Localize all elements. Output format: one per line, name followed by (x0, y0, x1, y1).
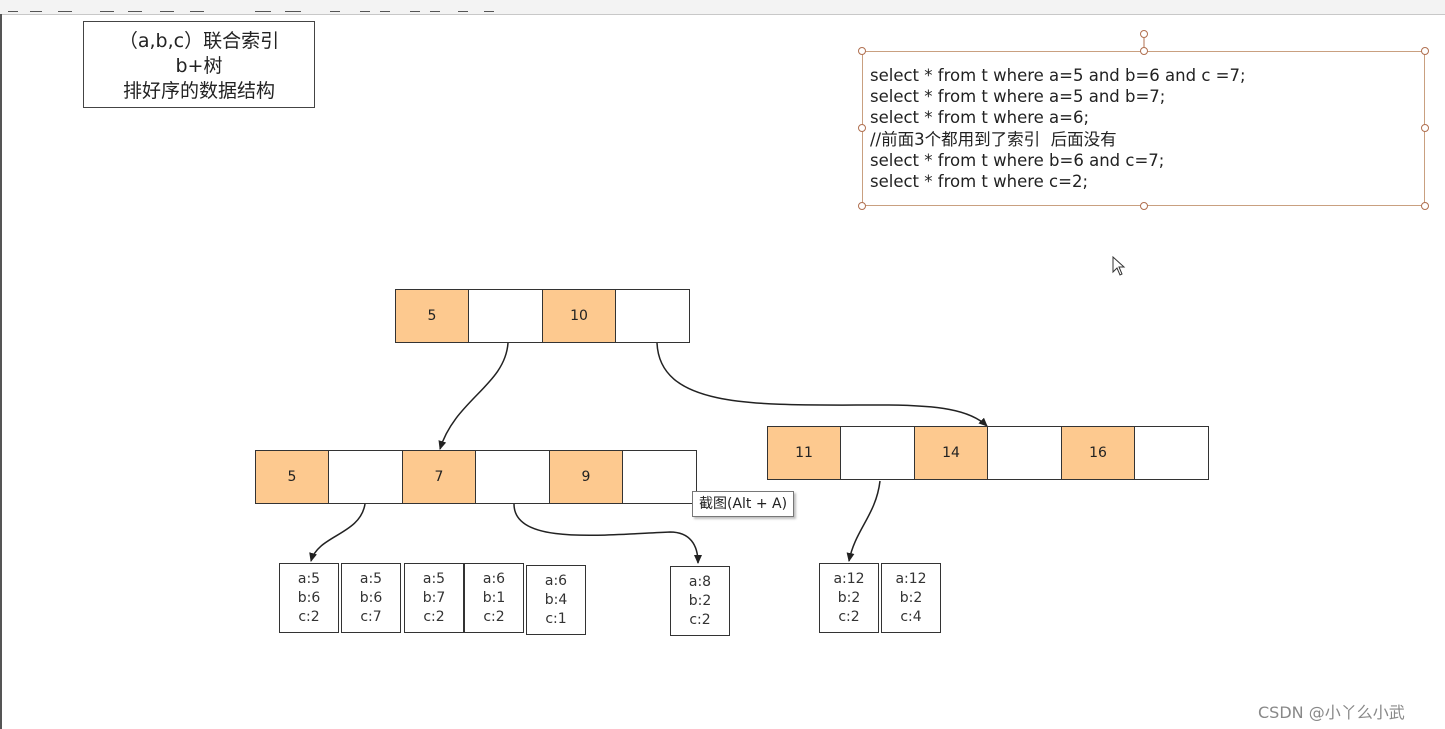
leaf-record[interactable]: a:6 b:4 c:1 (526, 565, 586, 635)
arrow-end-icon[interactable] (285, 1, 301, 12)
arrow-left-to-leaf-first (309, 503, 366, 562)
index-note-box[interactable]: （a,b,c）联合索引 b+树 排好序的数据结构 (83, 21, 315, 108)
ungroup-icon[interactable] (430, 1, 440, 12)
resize-handle-ne[interactable] (1421, 47, 1429, 55)
mouse-cursor-icon (1112, 256, 1126, 276)
leaf-field: c:4 (900, 608, 922, 625)
leaf-field: b:1 (482, 589, 506, 606)
leaf-field: c:2 (689, 611, 711, 628)
bring-front-icon[interactable] (360, 1, 370, 12)
canvas-left-border (0, 14, 2, 729)
right-pointer-cell (987, 426, 1062, 480)
leaf-field: c:2 (838, 608, 860, 625)
root-node[interactable]: 5 10 (394, 289, 690, 343)
leaf-field: a:6 (482, 570, 506, 587)
leaf-field: c:1 (545, 610, 567, 627)
leaf-record[interactable]: a:5 b:6 c:7 (341, 563, 401, 633)
left-pointer-cell (475, 450, 550, 504)
leaf-record[interactable]: a:12 b:2 c:4 (881, 563, 941, 633)
leaf-record[interactable]: a:5 b:6 c:2 (279, 563, 339, 633)
text-color-icon[interactable] (30, 1, 42, 12)
resize-handle-w[interactable] (858, 124, 866, 132)
sql-line-6: select * from t where c=2; (870, 172, 1088, 192)
leaf-record[interactable]: a:6 b:1 c:2 (464, 563, 524, 633)
left-key-cell: 9 (548, 450, 624, 504)
sql-line-2: select * from t where a=5 and b=7; (870, 87, 1166, 107)
fill-icon[interactable] (100, 1, 114, 12)
arrow-root-to-right (656, 342, 988, 427)
sql-line-5: select * from t where b=6 and c=7; (870, 150, 1165, 170)
resize-handle-e[interactable] (1421, 124, 1429, 132)
left-pointer-cell (622, 450, 697, 504)
right-key-cell: 14 (913, 426, 989, 480)
right-pointer-cell (840, 426, 915, 480)
leaf-field: a:12 (895, 570, 927, 587)
leaf-field: b:4 (544, 591, 568, 608)
root-key-cell: 5 (394, 289, 470, 343)
resize-handle-s[interactable] (1140, 202, 1148, 210)
dash-icon[interactable] (190, 1, 204, 12)
sql-line-3: select * from t where a=6; (870, 108, 1090, 128)
leaf-record[interactable]: a:12 b:2 c:2 (819, 563, 879, 633)
resize-handle-sw[interactable] (858, 202, 866, 210)
leaf-field: c:2 (423, 608, 445, 625)
right-key-cell: 16 (1060, 426, 1136, 480)
leaf-field: b:6 (297, 589, 321, 606)
csdn-watermark: CSDN @小丫么小武 (1258, 703, 1405, 722)
left-key-cell: 7 (401, 450, 477, 504)
note-line-3: 排好序的数据结构 (122, 80, 275, 102)
right-pointer-cell (1134, 426, 1209, 480)
align-icon[interactable] (330, 1, 340, 12)
root-pointer-cell (615, 289, 690, 343)
root-key-cell: 10 (541, 289, 617, 343)
resize-handle-se[interactable] (1421, 202, 1429, 210)
leaf-field: a:5 (297, 570, 321, 587)
line-style-icon[interactable] (58, 1, 72, 12)
sql-comment-line: //前面3个都用到了索引 后面没有 (870, 129, 1117, 149)
resize-handle-nw[interactable] (858, 47, 866, 55)
leaf-field: b:6 (359, 589, 383, 606)
leaf-field: c:2 (298, 608, 320, 625)
arrow-left-to-leaf-a8 (513, 503, 702, 564)
resize-handle-n[interactable] (1140, 47, 1148, 55)
sql-line-1: select * from t where a=5 and b=6 and c … (870, 66, 1246, 85)
left-pointer-cell (328, 450, 403, 504)
leaf-field: b:2 (837, 589, 861, 606)
font-color-icon[interactable] (8, 1, 18, 12)
arrow-right-to-leaf-a12 (846, 480, 881, 562)
note-line-2: b+树 (175, 55, 223, 77)
root-pointer-cell (468, 289, 543, 343)
left-key-cell: 5 (254, 450, 330, 504)
leaf-field: b:7 (422, 589, 446, 606)
group-icon[interactable] (410, 1, 420, 12)
line-width-icon[interactable] (160, 1, 174, 12)
editor-toolbar (0, 0, 1445, 15)
sql-query-box[interactable]: select * from t where a=5 and b=6 and c … (862, 51, 1425, 206)
line-color-icon[interactable] (128, 1, 142, 12)
rotate-handle[interactable] (1140, 30, 1148, 38)
level2-left-node[interactable]: 5 7 9 (254, 450, 697, 504)
leaf-record[interactable]: a:8 b:2 c:2 (670, 566, 730, 636)
leaf-field: b:2 (688, 592, 712, 609)
leaf-field: a:5 (359, 570, 383, 587)
send-back-icon[interactable] (380, 1, 390, 12)
leaf-field: a:5 (422, 570, 446, 587)
leaf-field: c:7 (360, 608, 382, 625)
right-key-cell: 11 (766, 426, 842, 480)
leaf-record[interactable]: a:5 b:7 c:2 (404, 563, 464, 633)
leaf-field: b:2 (899, 589, 923, 606)
magic-icon[interactable] (484, 1, 494, 12)
screenshot-tooltip: 截图(Alt + A) (692, 491, 795, 517)
leaf-field: a:6 (544, 572, 568, 589)
arrow-root-to-left (438, 342, 509, 450)
level2-right-node[interactable]: 11 14 16 (766, 426, 1209, 480)
leaf-field: c:2 (483, 608, 505, 625)
link-icon[interactable] (458, 1, 468, 12)
leaf-field: a:12 (833, 570, 865, 587)
leaf-field: a:8 (688, 573, 712, 590)
arrow-start-icon[interactable] (255, 1, 271, 12)
note-line-1: （a,b,c）联合索引 (118, 30, 280, 52)
